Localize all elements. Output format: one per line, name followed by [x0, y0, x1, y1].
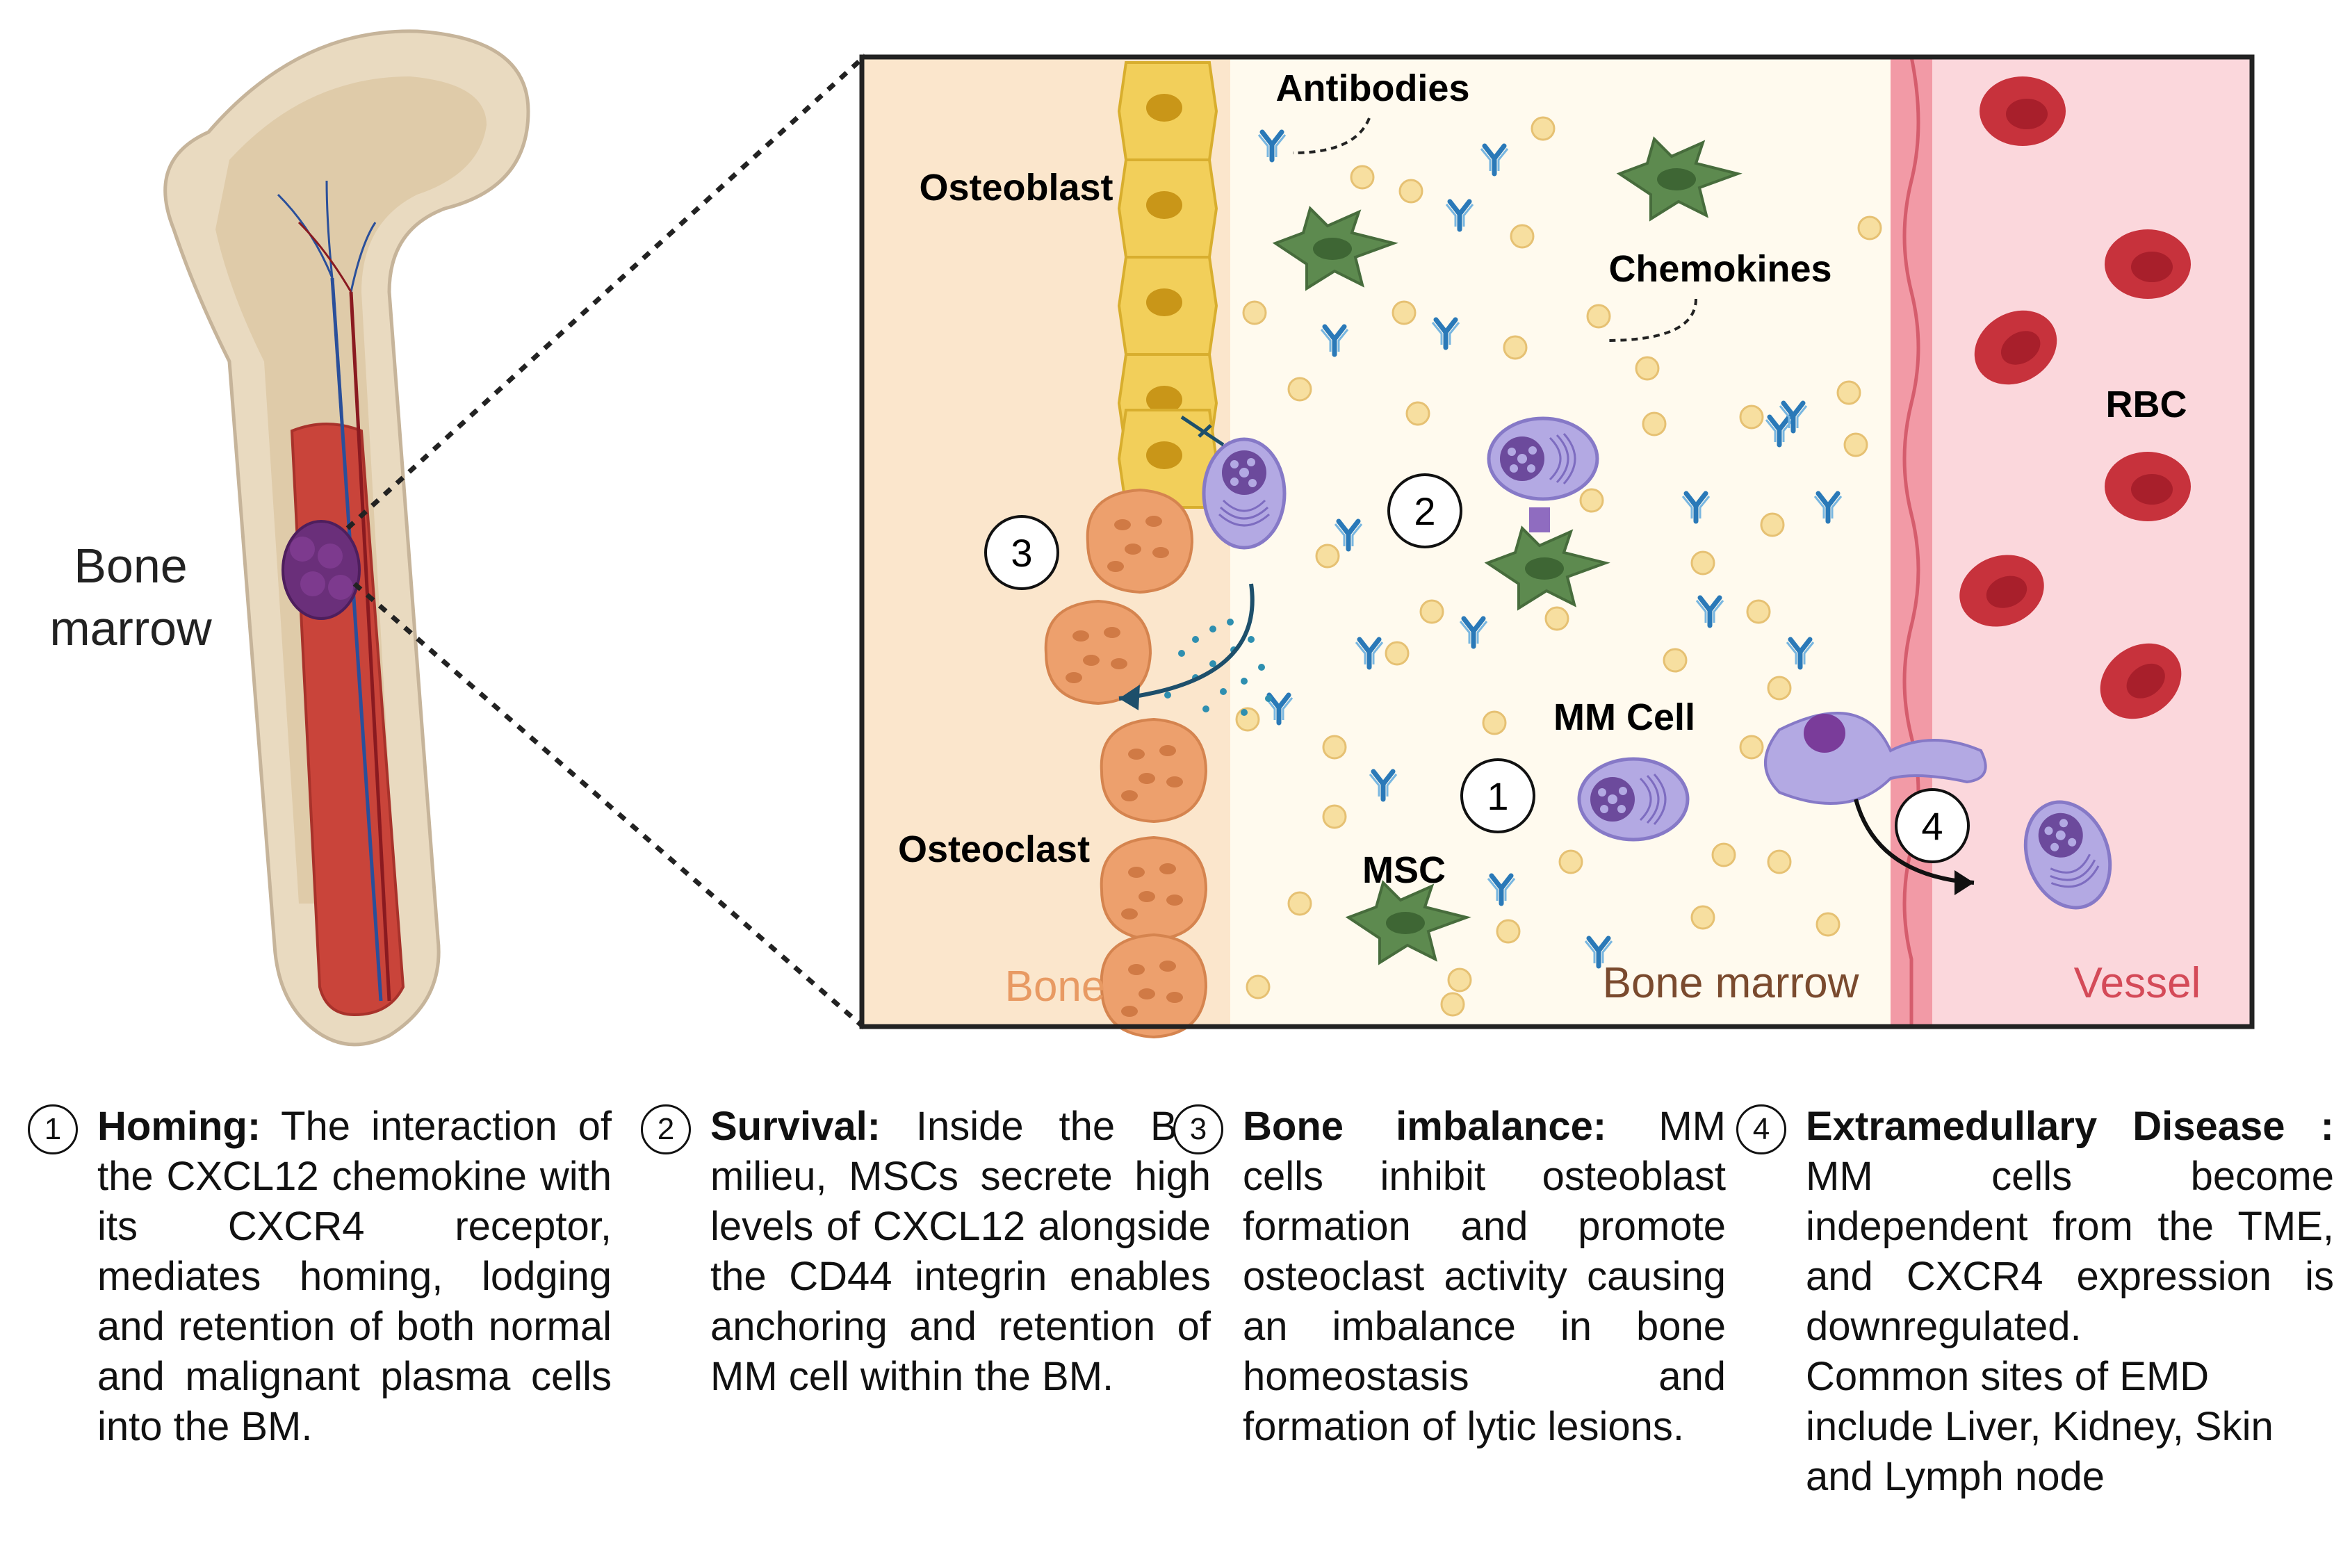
bone-marrow-left-label-line1: Bone — [74, 539, 187, 593]
description-number: 1 — [28, 1104, 78, 1154]
description-text: Homing: The interaction of the CXCL12 ch… — [97, 1102, 612, 1452]
osteoblast-cell-icon — [1118, 61, 1218, 509]
step-marker-1-circle — [1460, 758, 1535, 833]
description-body: MM cells inhibit osteoblast formation an… — [1243, 1104, 1726, 1449]
mm-cell-icon — [1204, 418, 2124, 920]
chemokines-label: Chemokines — [1608, 248, 1831, 290]
step-marker-3-circle — [984, 515, 1059, 590]
step-marker-4-circle — [1895, 788, 1970, 863]
step-marker-3: 3 — [1011, 531, 1032, 575]
description-text: Extramedullary Disease : MM cells become… — [1806, 1102, 2334, 1502]
description-title: Extramedullary Disease : — [1806, 1104, 2334, 1149]
step-marker-2: 2 — [1414, 489, 1435, 533]
femur-icon — [163, 29, 530, 1047]
description-body: The interaction of the CXCL12 chemokine … — [97, 1104, 612, 1449]
rbc-label: RBC — [2106, 384, 2187, 425]
osteoblast-label: Osteoblast — [919, 167, 1113, 209]
description-text: Survival: Inside the BM milieu, MSCs sec… — [710, 1102, 1211, 1402]
description-title: Bone imbalance: — [1243, 1104, 1607, 1149]
osteoclast-label: Osteoclast — [898, 828, 1090, 870]
antibodies-label: Antibodies — [1276, 67, 1470, 109]
mm-cell-label: MM Cell — [1553, 696, 1695, 738]
description-text: Bone imbalance: MM cells inhibit osteobl… — [1243, 1102, 1726, 1452]
description-body: Inside the BM milieu, MSCs secrete high … — [710, 1104, 1211, 1399]
description-number: 2 — [641, 1104, 691, 1154]
zoom-panel: 3 2 1 4 Antibodies Osteoblast Chemokines… — [859, 54, 2255, 1038]
zoom-lines — [345, 54, 867, 1031]
description-body-2: Common sites of EMD include Liver, Kidne… — [1806, 1354, 2274, 1499]
bone-marrow-left-label-line2: marrow — [49, 601, 212, 655]
description-number: 4 — [1736, 1104, 1786, 1154]
step-marker-2-circle — [1387, 473, 1462, 548]
description-title: Homing: — [97, 1104, 261, 1149]
zone-label-vessel: Vessel — [2074, 959, 2201, 1007]
zone-label-bone-marrow: Bone marrow — [1603, 959, 1859, 1007]
step-marker-4: 4 — [1921, 804, 1943, 848]
diagram-canvas: Bone marrow — [49, 29, 2255, 1047]
zone-label-bone: Bone — [1005, 963, 1106, 1011]
arrows — [1118, 117, 1975, 895]
description-body: MM cells become independent from the TME… — [1806, 1154, 2334, 1349]
step-marker-1: 1 — [1487, 774, 1508, 818]
endothelial-cell-icon — [1891, 56, 1932, 1027]
zoom-panel-border — [859, 54, 2255, 1029]
msc-label: MSC — [1362, 849, 1446, 891]
description-title: Survival: — [710, 1104, 881, 1149]
description-number: 3 — [1173, 1104, 1223, 1154]
